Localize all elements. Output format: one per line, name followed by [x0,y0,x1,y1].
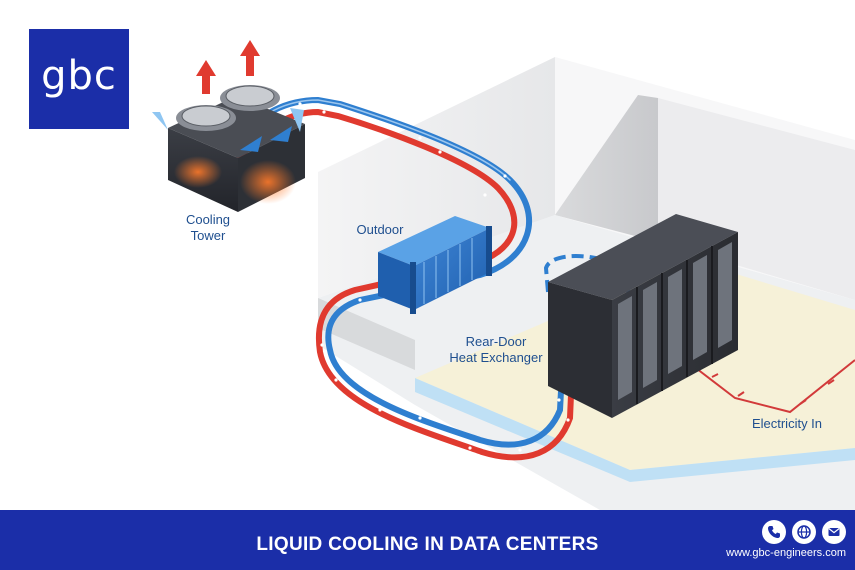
gbc-logo[interactable]: gbc [29,29,129,129]
tower-fans [176,85,280,131]
mail-icon[interactable] [822,520,846,544]
liquid-cooling-diagram [152,40,855,510]
electricity-wire [687,359,855,414]
label-outdoor: Outdoor [356,222,404,237]
divider-wall [555,95,658,242]
diagram-canvas: gbc Cooling Tower Outdoor Rear-Door Heat… [29,29,855,510]
globe-icon[interactable] [792,520,816,544]
contact-icons [762,520,846,544]
electricity-ticks [711,373,835,405]
left-wall [318,57,555,298]
power-line [687,359,855,414]
cold-air-arrows [152,108,304,152]
label-cooling-tower: Cooling Tower [185,212,231,243]
footer-bar: LIQUID COOLING IN DATA CENTERS www.gbc-e… [0,510,855,570]
website-link[interactable]: www.gbc-engineers.com [726,547,846,559]
logo-text: gbc [41,53,117,99]
outdoor-heat-exchanger [378,216,492,314]
label-rear-door-heat-exchanger: Rear-Door Heat Exchanger [449,334,543,365]
floor-edge-light-right [630,448,855,482]
floor-edge-light [415,378,630,482]
slab-edge [318,298,415,370]
server-racks [548,214,738,418]
footer-title: LIQUID COOLING IN DATA CENTERS [256,534,599,555]
cooling-tower [152,40,305,212]
phone-icon[interactable] [762,520,786,544]
hot-air-arrows [196,40,260,94]
label-electricity-in: Electricity In [751,416,823,431]
